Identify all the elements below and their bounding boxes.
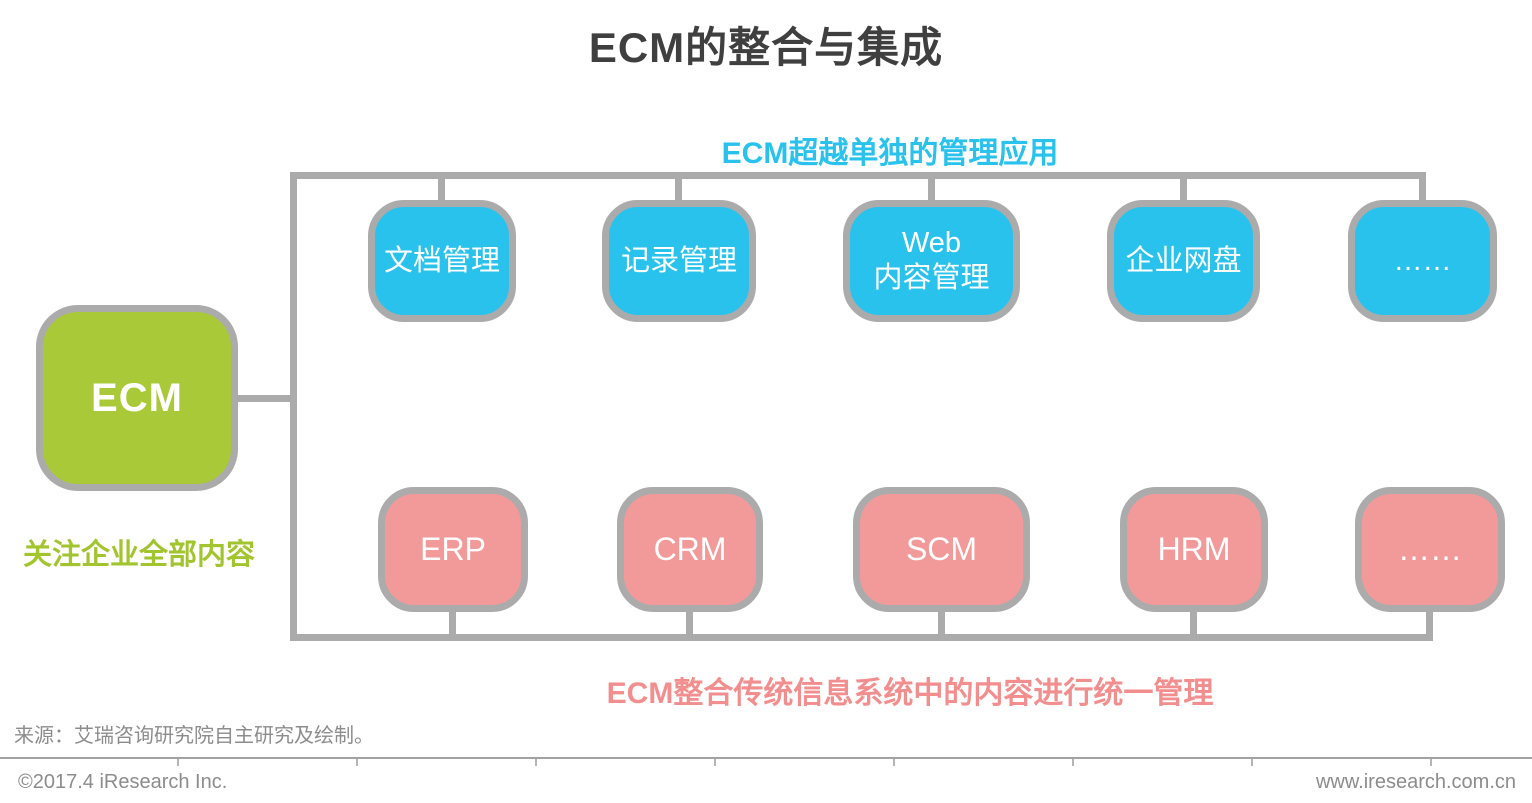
system-box: ERP: [378, 487, 528, 612]
ecm-connector-line: [236, 395, 292, 402]
frame-bottom-line: [290, 634, 1433, 641]
bottom-connector-line: [938, 606, 945, 641]
app-box: 文档管理: [368, 200, 516, 322]
frame-top-line: [290, 172, 1426, 179]
frame-left-line: [290, 172, 297, 641]
top-connector-line: [1419, 172, 1426, 206]
copyright-text: ©2017.4 iResearch Inc.: [18, 771, 228, 793]
system-box-label: ……: [1398, 531, 1462, 568]
page-title: ECM的整合与集成: [588, 24, 944, 71]
app-box: 企业网盘: [1107, 200, 1260, 322]
app-box-label: Web 内容管理: [873, 227, 990, 294]
app-box-label: 文档管理: [383, 244, 500, 277]
top-heading: ECM超越单独的管理应用: [721, 137, 1059, 170]
system-box: HRM: [1120, 487, 1268, 612]
top-connector-line: [675, 172, 682, 206]
bottom-connector-line: [1190, 606, 1197, 641]
app-box-label: ……: [1393, 244, 1452, 277]
app-box: 记录管理: [602, 200, 756, 322]
bottom-connector-line: [686, 606, 693, 641]
bottom-heading: ECM整合传统信息系统中的内容进行统一管理: [606, 677, 1214, 710]
app-box: ……: [1348, 200, 1497, 322]
app-box: Web 内容管理: [843, 200, 1020, 322]
top-connector-line: [438, 172, 445, 206]
system-box: SCM: [853, 487, 1030, 612]
app-box-label: 记录管理: [620, 244, 737, 277]
footer-rule: [0, 757, 1532, 766]
system-box-label: SCM: [905, 531, 978, 568]
ecm-box: ECM: [36, 305, 238, 491]
top-connector-line: [1180, 172, 1187, 206]
ecm-box-label: ECM: [91, 375, 183, 420]
system-box-label: ERP: [420, 531, 486, 568]
system-box-label: HRM: [1157, 531, 1231, 568]
top-connector-line: [928, 172, 935, 206]
bottom-connector-line: [449, 606, 456, 641]
system-box: ……: [1355, 487, 1505, 612]
system-box-label: CRM: [653, 531, 727, 568]
app-box-label: 企业网盘: [1125, 244, 1242, 277]
ecm-caption: 关注企业全部内容: [22, 539, 255, 571]
source-note: 来源：艾瑞咨询研究院自主研究及绘制。: [14, 725, 374, 747]
website-text: www.iresearch.com.cn: [1315, 771, 1516, 793]
bottom-connector-line: [1426, 606, 1433, 641]
system-box: CRM: [617, 487, 763, 612]
